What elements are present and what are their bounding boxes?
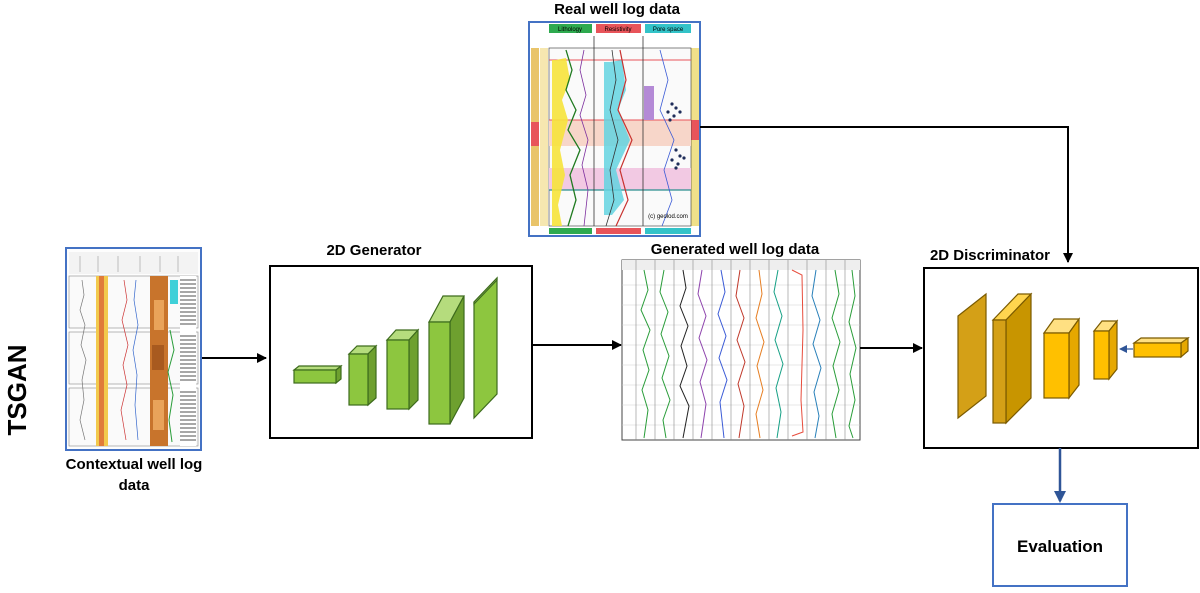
real-log-header-resistivity: Resistivity <box>604 27 631 33</box>
real-log-header-lithology: Lithology <box>558 27 582 33</box>
discriminator-blocks <box>957 292 1190 425</box>
contextual-label-line2: data <box>119 477 151 494</box>
generator-blocks <box>292 276 498 425</box>
real-log-watermark: (c) geolod.com <box>648 214 688 220</box>
real-log-header-pore-space: Pore space <box>653 27 684 33</box>
generated-log-image <box>621 259 861 441</box>
evaluation-label: Evaluation <box>1017 537 1103 556</box>
real-logs-title: Real well log data <box>554 1 681 18</box>
contextual-log-image <box>65 247 202 451</box>
contextual-label-line1: Contextual well log <box>66 456 203 473</box>
arrow-real-to-discriminator <box>700 126 1073 263</box>
generated-logs-title: Generated well log data <box>651 241 820 258</box>
discriminator-title: 2D Discriminator <box>930 247 1050 264</box>
evaluation-box <box>992 503 1128 587</box>
side-title: TSGAN <box>2 345 32 436</box>
real-log-image: Lithology Resistivity Pore space <box>528 21 701 237</box>
generator-title: 2D Generator <box>326 242 421 259</box>
